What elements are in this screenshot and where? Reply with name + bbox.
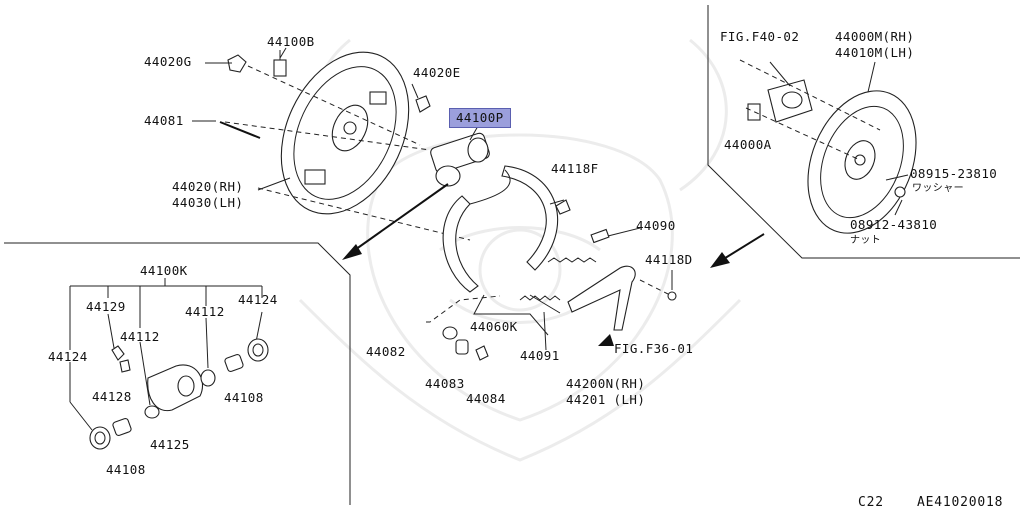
arrow-to-kit [342, 183, 449, 260]
footer-page: C22 [858, 495, 884, 510]
label-44060K: 44060K [470, 319, 518, 334]
footer-code: AE41020018 [917, 495, 1004, 510]
drum-brake-assembly-drawing [747, 79, 917, 234]
label-44200N-RH: 44200N(RH) [566, 376, 646, 391]
nut-44020G [227, 54, 247, 73]
label-nut-jp: ナット [850, 235, 882, 246]
label-44108-a: 44108 [106, 462, 146, 477]
retainer-44118F [555, 199, 571, 215]
label-44084: 44084 [466, 391, 506, 406]
label-44020G: 44020G [144, 54, 192, 69]
label-44112-a: 44112 [120, 329, 160, 344]
springs-drawing [519, 228, 610, 301]
label-44118F: 44118F [551, 161, 599, 176]
label-44082: 44082 [366, 344, 406, 359]
label-44100P-highlighted[interactable]: 44100P [449, 108, 511, 128]
label-44118D: 44118D [645, 252, 693, 267]
label-44125: 44125 [150, 437, 190, 452]
label-kit-44100K: 44100K [140, 263, 188, 278]
label-fig-f40-02[interactable]: FIG.F40-02 [720, 29, 800, 44]
label-44124-b: 44124 [238, 292, 278, 307]
label-washer-jp: ワッシャー [912, 183, 964, 194]
label-44100B: 44100B [267, 34, 315, 49]
label-44108-b: 44108 [224, 390, 264, 405]
label-44091: 44091 [520, 348, 560, 363]
label-44090: 44090 [636, 218, 676, 233]
label-44124-a: 44124 [48, 349, 88, 364]
label-44129: 44129 [86, 299, 126, 314]
brake-shoes-drawing [442, 165, 559, 293]
label-44201-LH: 44201 (LH) [566, 392, 646, 407]
kit-parts-drawing [89, 338, 269, 450]
label-44020RH: 44020(RH) [172, 179, 244, 194]
label-44020E: 44020E [413, 65, 461, 80]
arrow-fig-f36 [598, 334, 614, 346]
label-44081: 44081 [144, 113, 184, 128]
label-44112-b: 44112 [185, 304, 225, 319]
label-fig-f36-01[interactable]: FIG.F36-01 [614, 341, 694, 356]
label-08915-23810: 08915-23810 [910, 166, 998, 181]
bleeder-44081 [219, 121, 261, 139]
label-44000A: 44000A [724, 137, 772, 152]
label-44128: 44128 [92, 389, 132, 404]
parking-lever-drawing [567, 265, 636, 331]
label-44000M-RH: 44000M(RH) [835, 29, 915, 44]
arrow-from-right [710, 233, 765, 268]
label-44030LH: 44030(LH) [172, 195, 244, 210]
nut-44020E [415, 95, 431, 113]
kit-tree-lines [69, 278, 263, 431]
frame-lines [4, 5, 1020, 505]
wheel-cylinder-drawing [430, 125, 490, 187]
bolt-44100B [273, 50, 287, 77]
label-08912-43810: 08912-43810 [850, 217, 938, 232]
small-parts-drawing [442, 311, 547, 361]
label-44010M-LH: 44010M(LH) [835, 45, 915, 60]
label-44083: 44083 [425, 376, 465, 391]
